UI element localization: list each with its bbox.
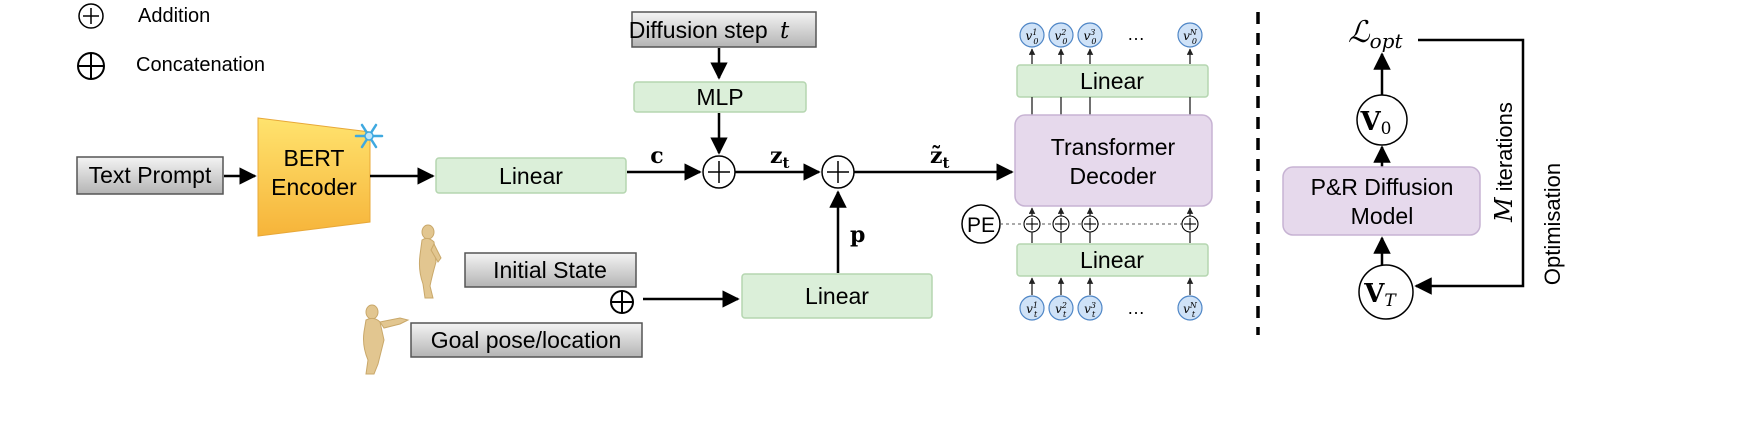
svg-text:v30: v30 <box>1084 28 1097 46</box>
decoder-to-linear-lines <box>1031 97 1191 115</box>
pe-add-3 <box>1081 215 1099 233</box>
svg-text:vNt: vNt <box>1183 301 1198 319</box>
input-token-arrows <box>1028 277 1194 295</box>
svg-text:v2t: v2t <box>1055 301 1067 319</box>
svg-text:v10: v10 <box>1026 28 1039 46</box>
encoder-label: Encoder <box>271 174 357 200</box>
legend-addition-label: Addition <box>138 5 210 27</box>
loss-label: ℒopt <box>1348 15 1403 53</box>
output-token-arrows <box>1028 48 1194 64</box>
goal-label: Goal pose/location <box>431 327 622 353</box>
svg-text:vN0: vN0 <box>1183 28 1198 46</box>
legend: Addition Concatenation <box>77 3 265 80</box>
linear-text-block: Linear <box>435 157 627 194</box>
mlp-label: MLP <box>696 84 743 110</box>
svg-text:v3t: v3t <box>1084 301 1096 319</box>
linear-bottom-label: Linear <box>1080 247 1144 273</box>
model-label: Model <box>1351 203 1414 229</box>
linear-to-pe-lines <box>1031 232 1191 243</box>
c-symbol: c <box>650 143 663 169</box>
output-ellipsis: … <box>1127 24 1145 44</box>
p-symbol: p <box>850 222 865 248</box>
bert-encoder-block: BERT Encoder <box>257 117 384 237</box>
pe-add-n <box>1181 215 1199 233</box>
svg-text:v1t: v1t <box>1026 301 1038 319</box>
addition-node-1 <box>702 155 736 189</box>
concat-node <box>610 290 634 314</box>
optimisation-side-label: Optimisation <box>1540 163 1565 285</box>
bert-label: BERT <box>284 145 345 171</box>
pe-label: PE <box>967 214 995 237</box>
concatenation-icon <box>77 52 105 80</box>
initial-state-box: Initial State <box>464 252 637 288</box>
linear-state-label: Linear <box>805 283 869 309</box>
pe-node: PE <box>961 204 1001 244</box>
goal-figure <box>363 304 410 375</box>
diffusion-step-label: Diffusion step <box>629 17 768 43</box>
iterations-label: Miterations <box>1490 102 1518 223</box>
text-prompt-label: Text Prompt <box>89 162 212 188</box>
linear-text-label: Linear <box>499 163 563 189</box>
pe-add-1 <box>1023 215 1041 233</box>
pe-addition-nodes <box>1023 215 1199 233</box>
diffusion-step-box: Diffusion step t <box>629 11 817 48</box>
zt-symbol: zt <box>770 143 790 172</box>
linear-bottom-block: Linear <box>1016 243 1209 277</box>
goal-box: Goal pose/location <box>410 322 643 358</box>
optimisation-loop-arrow <box>1414 38 1525 295</box>
pe-up-arrows <box>1028 207 1194 216</box>
snowflake-icon <box>354 123 384 149</box>
v0-node: V0 <box>1356 94 1408 146</box>
transformer-decoder-block: Transformer Decoder <box>1014 114 1213 207</box>
linear-top-label: Linear <box>1080 68 1144 94</box>
svg-text:v20: v20 <box>1055 28 1068 46</box>
svg-text:Diffusion step t: Diffusion step t <box>629 17 790 44</box>
transformer-label: Transformer <box>1051 134 1176 160</box>
text-prompt-box: Text Prompt <box>76 156 224 195</box>
initial-state-label: Initial State <box>493 257 607 283</box>
diffusion-step-var: t <box>780 18 790 44</box>
pe-add-2 <box>1052 215 1070 233</box>
z-tilde-symbol: z̃t <box>930 143 950 172</box>
mlp-block: MLP <box>633 81 807 113</box>
linear-state-block: Linear <box>741 273 933 319</box>
legend-concatenation-label: Concatenation <box>136 54 265 76</box>
addition-icon <box>78 3 104 29</box>
decoder-label: Decoder <box>1070 163 1157 189</box>
pr-diffusion-model-block: P&R Diffusion Model <box>1282 166 1481 236</box>
svg-text:VT: VT <box>1363 279 1397 311</box>
addition-node-2 <box>821 155 855 189</box>
input-ellipsis: … <box>1127 298 1145 318</box>
pr-diffusion-label: P&R Diffusion <box>1311 174 1454 200</box>
vT-node: VT <box>1358 264 1414 320</box>
linear-top-block: Linear <box>1016 64 1209 98</box>
svg-text:V0: V0 <box>1359 107 1391 139</box>
initial-state-figure <box>418 224 442 299</box>
